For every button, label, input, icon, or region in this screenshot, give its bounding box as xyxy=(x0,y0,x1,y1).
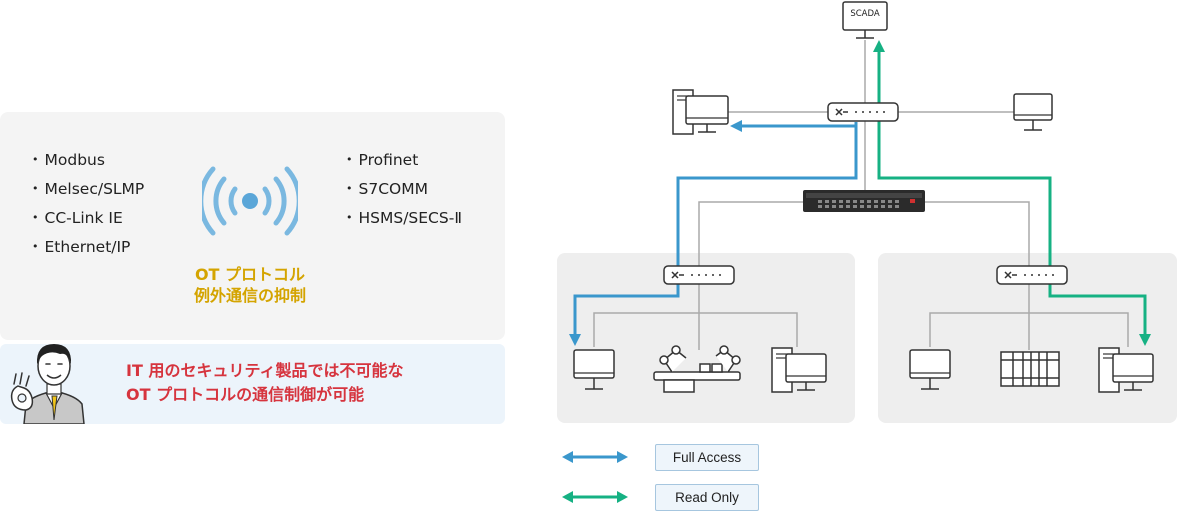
protocol-item: Melsec/SLMP xyxy=(32,174,145,203)
workstation-icon xyxy=(672,89,729,135)
switch-icon xyxy=(996,265,1068,285)
protocol-item: CC-Link IE xyxy=(32,203,144,232)
workstation-icon xyxy=(771,347,827,393)
monitor-icon xyxy=(573,349,615,390)
protocol-list-right: Profinet S7COMM HSMS/SECS-Ⅱ xyxy=(346,145,462,232)
read-only-legend-arrow xyxy=(562,491,628,503)
full-access-path xyxy=(573,122,858,338)
plc-icon xyxy=(1000,351,1060,387)
switch-icon xyxy=(663,265,735,285)
note-panel: IT 用のセキュリティ製品では不可能な OT プロトコルの通信制御が可能 xyxy=(0,344,505,424)
monitor-icon xyxy=(909,349,951,390)
read-only-legend-label: Read Only xyxy=(655,484,759,511)
wifi-signal-icon xyxy=(202,166,298,236)
read-only-path xyxy=(877,50,1147,338)
workstation-icon xyxy=(1098,347,1154,393)
protocol-item: Ethernet/IP xyxy=(32,232,144,261)
protocol-list-left: Modbus Melsec/SLMP CC-Link IE Ethernet/I… xyxy=(32,145,145,261)
switch-icon xyxy=(827,102,899,122)
protocol-item: Modbus xyxy=(32,145,144,174)
ot-protocol-panel: Modbus Melsec/SLMP CC-Link IE Ethernet/I… xyxy=(0,112,505,340)
full-access-legend-arrow xyxy=(562,451,628,463)
person-ok-icon xyxy=(10,344,85,424)
monitor-icon xyxy=(1013,93,1053,131)
core-switch-icon xyxy=(803,190,925,212)
protocol-item: Profinet xyxy=(346,145,462,174)
robot-arm-icon xyxy=(653,345,741,393)
ot-caption: OT プロトコル 例外通信の抑制 xyxy=(193,265,306,305)
protocol-item: S7COMM xyxy=(346,174,462,203)
scada-label: SCADA xyxy=(850,9,880,19)
protocol-item: HSMS/SECS-Ⅱ xyxy=(346,203,462,232)
scada-monitor-icon xyxy=(842,1,888,39)
full-access-legend-label: Full Access xyxy=(655,444,759,471)
note-text: IT 用のセキュリティ製品では不可能な OT プロトコルの通信制御が可能 xyxy=(126,361,404,404)
